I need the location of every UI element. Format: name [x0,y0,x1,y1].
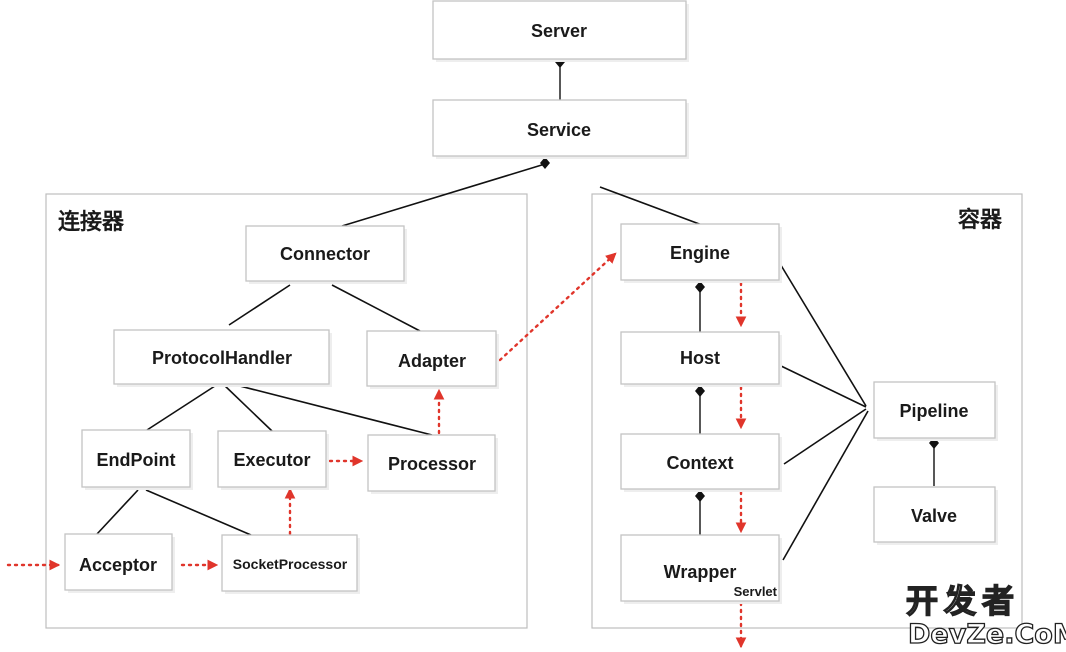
node-connector-label: Connector [280,244,370,264]
node-wrapper: Wrapper Servlet [620,534,782,604]
connector-region: 连接器 [45,193,528,629]
node-engine: Engine [620,223,782,283]
request-flow-arrows [6,252,747,649]
connector-region-title: 连接器 [58,209,125,235]
node-server: Server [432,0,689,62]
composition-diamond [695,281,705,293]
node-server-label: Server [531,21,587,41]
node-endpoint: EndPoint [81,429,193,490]
site-watermark: 开发者 DevZe.CoM [905,581,1066,650]
watermark-line1: 开发者 [906,582,1020,620]
watermark-line2: DevZe.CoM [908,619,1066,650]
node-acceptor: Acceptor [64,533,175,593]
node-valve-label: Valve [911,506,957,526]
node-processor-label: Processor [388,454,476,474]
node-service: Service [432,99,689,159]
node-endpoint-label: EndPoint [97,450,176,470]
node-context: Context [620,433,782,492]
node-acceptor-label: Acceptor [79,555,157,575]
container-region: 容器 [591,193,1023,629]
node-pipeline: Pipeline [873,381,998,441]
composition-diamond [695,490,705,502]
node-wrapper-label: Wrapper [664,562,737,582]
node-adapter: Adapter [366,330,499,389]
node-executor: Executor [217,430,329,490]
node-pipeline-label: Pipeline [899,401,968,421]
node-wrapper-sublabel: Servlet [734,584,778,599]
node-processor: Processor [367,434,498,494]
composition-diamond [695,385,705,397]
node-host: Host [620,331,782,387]
node-protocol-handler: ProtocolHandler [113,329,332,387]
node-executor-label: Executor [233,450,310,470]
node-adapter-label: Adapter [398,351,466,371]
node-connector: Connector [245,225,407,284]
node-engine-label: Engine [670,243,730,263]
node-socket-processor-label: SocketProcessor [233,556,348,572]
node-host-label: Host [680,348,720,368]
node-protocol-handler-label: ProtocolHandler [152,348,292,368]
container-region-title: 容器 [958,207,1003,233]
node-context-label: Context [667,453,734,473]
composition-diamond [540,157,550,169]
association-lines [96,163,869,561]
node-valve: Valve [873,486,998,545]
node-service-label: Service [527,120,591,140]
node-socket-processor: SocketProcessor [221,534,360,594]
flow-arrow-adapter-to-engine [498,252,617,362]
